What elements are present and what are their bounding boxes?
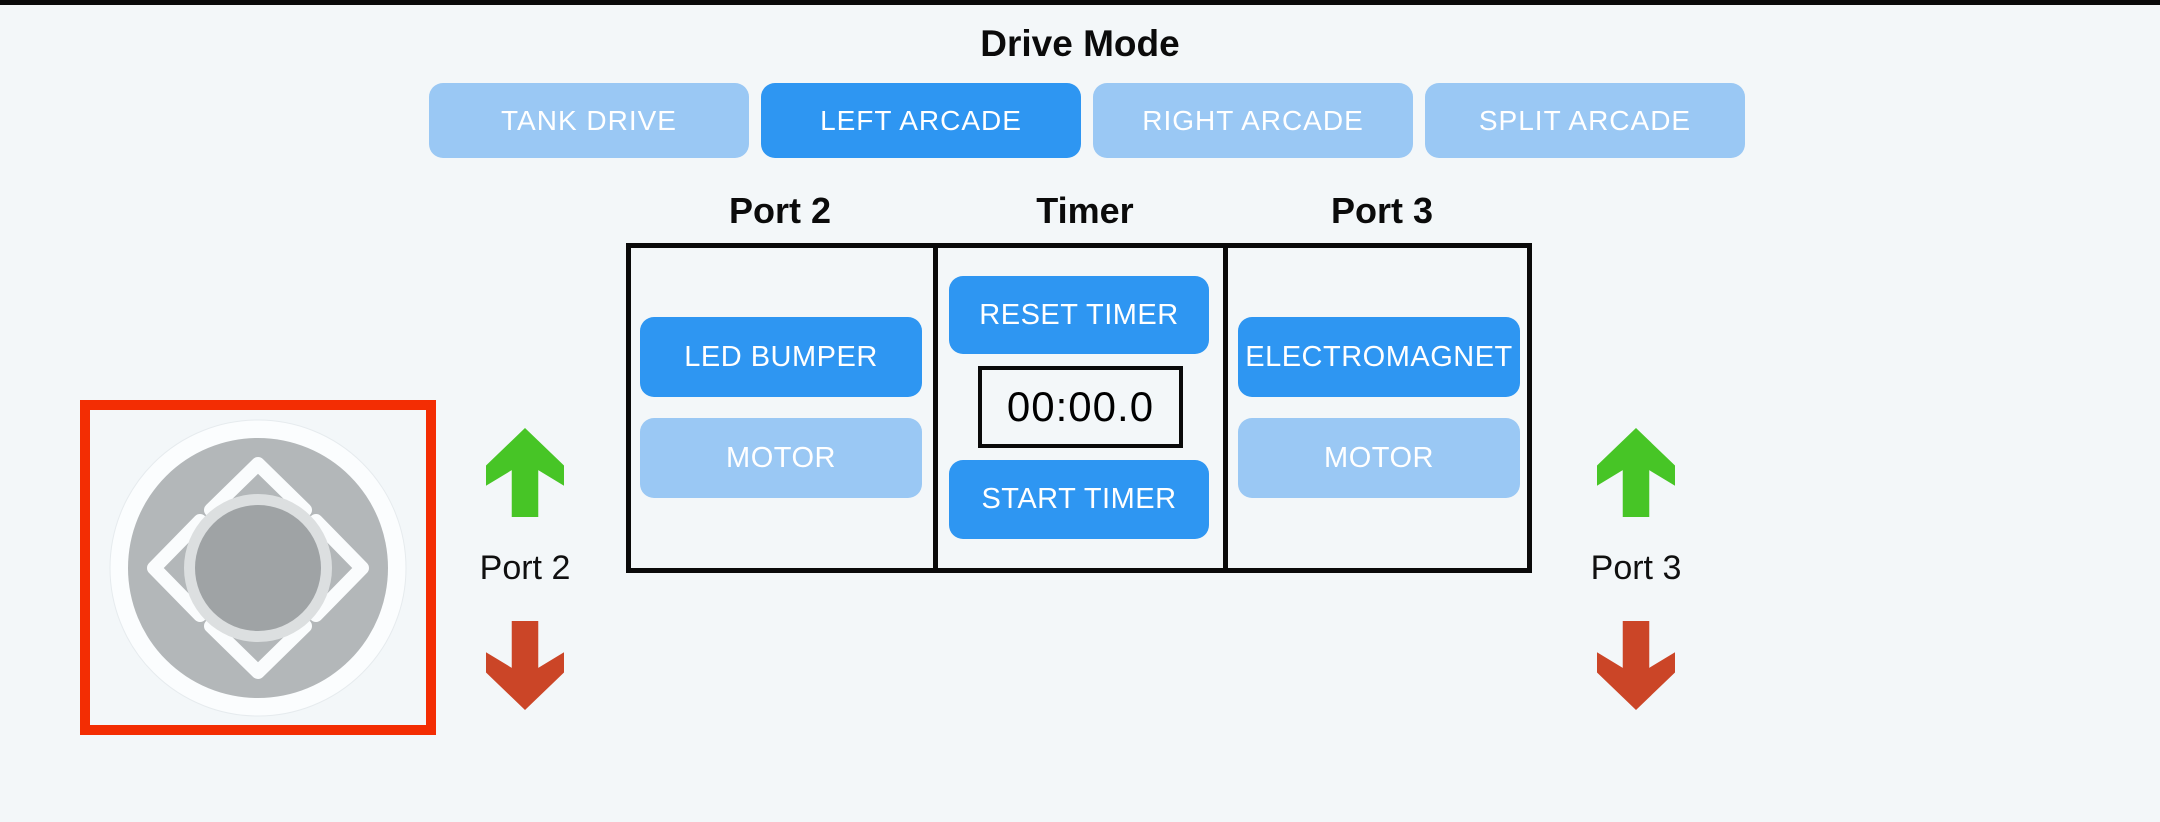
split-arcade-button[interactable]: SPLIT ARCADE (1425, 83, 1745, 158)
timer-column: RESET TIMER 00:00.0 START TIMER (938, 248, 1228, 568)
port2-motor-button[interactable]: MOTOR (640, 418, 922, 498)
green-up-arrow-icon (1597, 428, 1675, 517)
green-up-arrow-icon (486, 428, 564, 517)
left-arcade-button[interactable]: LEFT ARCADE (761, 83, 1081, 158)
drive-mode-selector: TANK DRIVE LEFT ARCADE RIGHT ARCADE SPLI… (429, 83, 1745, 158)
joystick-knob[interactable] (195, 504, 321, 631)
port3-motor-control: Port 3 (1591, 428, 1681, 710)
electromagnet-button[interactable]: ELECTROMAGNET (1238, 317, 1520, 397)
port2-side-label: Port 2 (479, 549, 571, 587)
port2-column-header: Port 2 (728, 190, 832, 231)
port3-motor-button[interactable]: MOTOR (1238, 418, 1520, 498)
led-bumper-button[interactable]: LED BUMPER (640, 317, 922, 397)
joystick-pad[interactable] (108, 418, 408, 718)
port2-down-button[interactable] (486, 621, 564, 710)
reset-timer-button[interactable]: RESET TIMER (949, 276, 1209, 354)
joystick[interactable] (80, 400, 436, 735)
timer-display: 00:00.0 (978, 366, 1183, 448)
port2-up-button[interactable] (486, 428, 564, 517)
port2-column: LED BUMPER MOTOR (631, 248, 938, 568)
start-timer-button[interactable]: START TIMER (949, 460, 1209, 539)
port2-motor-control: Port 2 (480, 428, 570, 710)
chevron-right-icon (309, 513, 369, 622)
right-arcade-button[interactable]: RIGHT ARCADE (1093, 83, 1413, 158)
port3-down-button[interactable] (1597, 621, 1675, 710)
tank-drive-button[interactable]: TANK DRIVE (429, 83, 749, 158)
port3-up-button[interactable] (1597, 428, 1675, 517)
red-down-arrow-icon (1597, 621, 1675, 710)
port3-column-header: Port 3 (1330, 190, 1434, 231)
chevron-up-icon (204, 456, 312, 517)
red-down-arrow-icon (486, 621, 564, 710)
chevron-left-icon (147, 513, 207, 622)
drive-mode-title: Drive Mode (980, 23, 1180, 64)
port3-column: ELECTROMAGNET MOTOR (1228, 248, 1527, 568)
port3-side-label: Port 3 (1590, 549, 1682, 587)
chevron-down-icon (204, 618, 312, 679)
timer-column-header: Timer (1036, 190, 1134, 231)
accessory-panel: LED BUMPER MOTOR RESET TIMER 00:00.0 STA… (626, 243, 1532, 573)
